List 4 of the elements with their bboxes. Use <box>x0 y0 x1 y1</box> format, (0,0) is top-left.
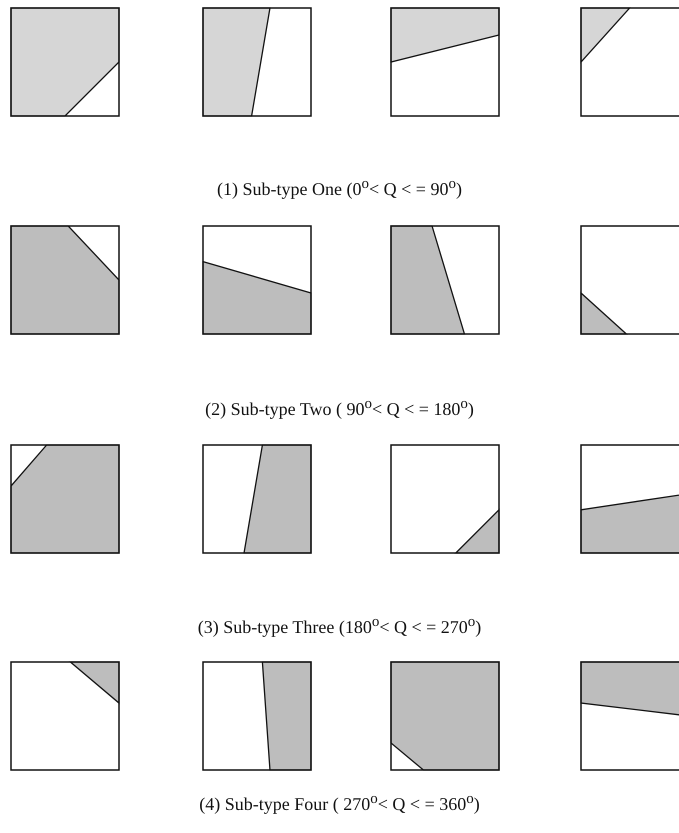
sub-type-caption: (3) Sub-type Three (180$^{o}$< Q < = 270$^{o}$) <box>198 614 482 638</box>
sub-type-caption: (2) Sub-type Two ( 90$^{o}$< Q < = 180$^{o}$) <box>205 396 474 420</box>
sub-type-caption: (1) Sub-type One (0$^{o}$< Q < = 90$^{o}$) <box>217 176 462 200</box>
sub-type-caption: (4) Sub-type Four ( 270$^{o}$< Q < = 360$^{o}$) <box>199 791 480 815</box>
